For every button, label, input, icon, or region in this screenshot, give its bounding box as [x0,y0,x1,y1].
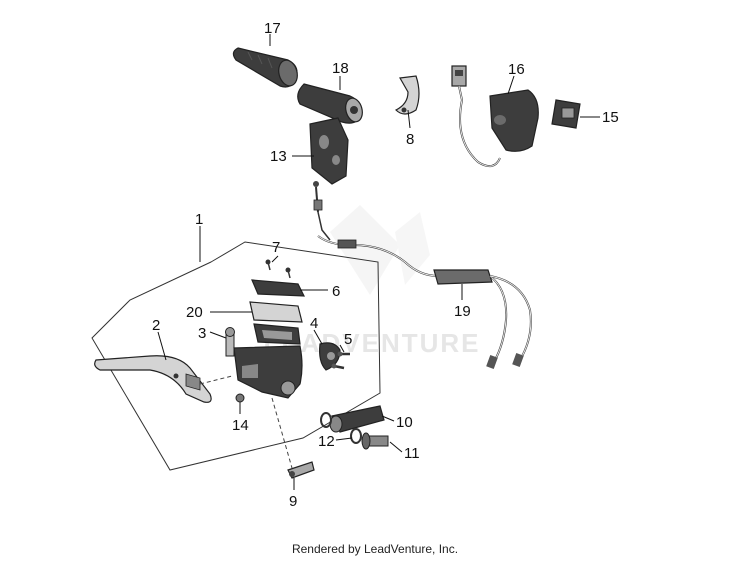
assembly-group-outline [91,241,381,471]
part-19-throttle-cable[interactable] [317,235,532,370]
part-17-grip[interactable] [232,47,300,88]
alignment-line [199,375,233,385]
callout-2[interactable]: 2 [152,317,160,334]
callout-11[interactable]: 11 [404,445,420,462]
callout-9[interactable]: 9 [289,493,297,510]
callout-20[interactable]: 20 [186,304,203,321]
part-10-brake-hose[interactable] [329,405,385,433]
part-18-throttle-grip[interactable] [297,83,365,124]
callout-19[interactable]: 19 [454,303,471,320]
part-12-washers[interactable] [320,412,362,444]
part-7-screws[interactable] [265,259,291,279]
callout-16[interactable]: 16 [508,61,525,78]
callout-4[interactable]: 4 [310,315,318,332]
part-14-nut[interactable] [235,393,245,403]
master-cylinder-body[interactable] [233,345,303,399]
callout-13[interactable]: 13 [270,148,287,165]
part-9-brake-switch[interactable] [287,461,315,479]
callout-10[interactable]: 10 [396,414,413,431]
callout-6[interactable]: 6 [332,283,340,300]
part-6-reservoir-cover[interactable] [251,279,305,297]
callout-7[interactable]: 7 [272,239,280,256]
alignment-line [271,397,293,469]
callout-5[interactable]: 5 [344,331,352,348]
callout-labels: 17 18 16 15 8 13 1 7 6 20 19 2 4 3 5 10 … [152,20,619,510]
leader-lines [157,34,600,490]
callout-12[interactable]: 12 [318,433,335,450]
callout-8[interactable]: 8 [406,131,414,148]
callout-15[interactable]: 15 [602,109,619,126]
part-3-pivot-bolt[interactable] [225,327,235,357]
diaphragm-plate [253,323,301,345]
callout-14[interactable]: 14 [232,417,249,434]
part-11-banjo-bolt[interactable] [361,432,389,450]
throttle-cable-fitting [313,181,331,241]
part-5-bolts[interactable] [331,351,351,370]
callout-1[interactable]: 1 [195,211,203,228]
callout-3[interactable]: 3 [198,325,206,342]
part-2-brake-lever[interactable] [94,355,212,403]
part-16-switch-housing[interactable] [451,65,539,168]
part-20-diaphragm[interactable] [249,301,303,323]
callout-17[interactable]: 17 [264,20,281,37]
part-4-clamp[interactable] [319,342,341,371]
part-13-throttle-housing[interactable] [309,117,349,185]
part-15-switch[interactable] [551,99,581,129]
part-8-clamp-bracket[interactable] [394,75,420,115]
callout-18[interactable]: 18 [332,60,349,77]
render-credit: Rendered by LeadVenture, Inc. [291,542,459,556]
